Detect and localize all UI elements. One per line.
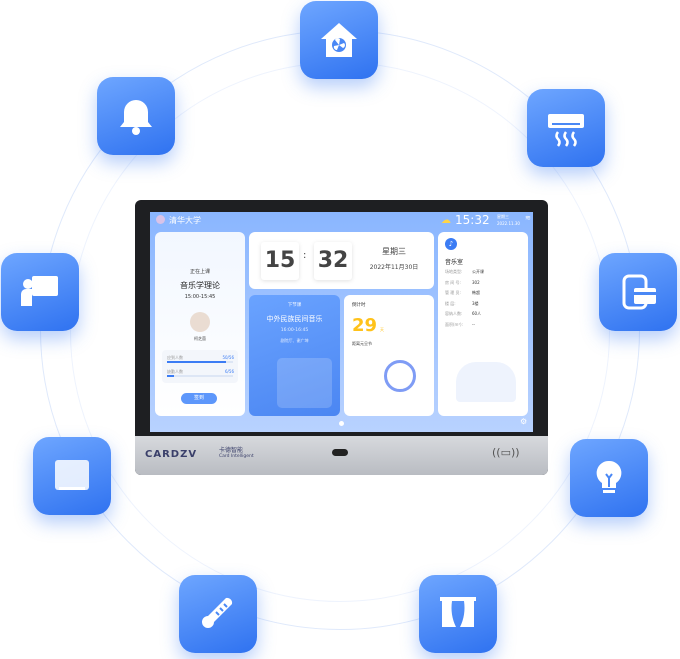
- card-tile[interactable]: [599, 253, 677, 331]
- house-fan-icon: [321, 23, 357, 57]
- school-name: 清华大学: [169, 216, 201, 225]
- date: 2022年11月30日: [369, 264, 419, 271]
- clock-minute: 32: [314, 242, 352, 280]
- air-conditioner-icon: [548, 114, 584, 147]
- camera: [332, 449, 348, 456]
- temperature-tile[interactable]: [179, 575, 257, 653]
- teaching-tile[interactable]: [1, 253, 79, 331]
- room-field-label: 容纳人数:: [445, 311, 463, 316]
- countdown-event: 距离元旦节: [352, 341, 372, 346]
- stat-bar: [167, 375, 233, 377]
- status-weekday: 星期三: [497, 214, 509, 219]
- next-time: 16:00-16:45: [280, 328, 309, 333]
- room-info-card: ♪ 音乐室 场地类型: 公开课 房 间 号: 302 管 理 员: 韩超 楼 层: 3楼…: [438, 232, 528, 416]
- teacher-board-icon: [21, 276, 58, 306]
- brand-en: Card Intelligent: [219, 454, 254, 459]
- screen: 清华大学 ☁ 15:32 星期三 2022.11.30 ≋ 正在上课 音乐学理论…: [150, 212, 533, 432]
- light-bulb-icon: [596, 460, 622, 493]
- musicians-illustration: [456, 362, 516, 402]
- current-class-card: 正在上课 音乐学理论 15:00-15:45 柯芝茵 应到人数 50/56 缺勤人…: [155, 232, 245, 416]
- teacher-avatar: [190, 312, 210, 332]
- nfc-icon: ((▭)): [492, 446, 520, 459]
- room-field-value: 韩超: [472, 290, 480, 295]
- class-status: 正在上课: [189, 269, 210, 275]
- room-field-label: 场地类型:: [445, 269, 463, 274]
- countdown-days: 29: [352, 315, 378, 336]
- smart-class-board: 清华大学 ☁ 15:32 星期三 2022.11.30 ≋ 正在上课 音乐学理论…: [135, 200, 548, 475]
- stat-label: 应到人数: [167, 355, 183, 360]
- weather-icon: ☁: [441, 215, 451, 226]
- clock-illustration: [384, 360, 416, 392]
- room-field-value: 3楼: [472, 301, 479, 306]
- device-bezel-bottom: CARDZV 卡德智能 Card Intelligent ((▭)): [135, 436, 548, 475]
- room-field-value: --: [472, 322, 475, 327]
- stat-bar: [167, 361, 233, 363]
- countdown-unit: 天: [380, 327, 384, 332]
- music-icon: ♪: [445, 238, 457, 250]
- checkin-button[interactable]: 签到: [181, 393, 217, 404]
- room-field-value: 公开课: [472, 269, 484, 274]
- clock-card: 15 : 32 星期三 2022年11月30日: [249, 232, 434, 289]
- settings-icon[interactable]: ⚙: [520, 417, 528, 426]
- brand-cn: 卡德智能: [219, 447, 244, 454]
- air-conditioner-tile[interactable]: [527, 89, 605, 167]
- room-field-label: 面积(m²):: [445, 322, 463, 327]
- countdown-title: 倒计时: [352, 303, 366, 308]
- room-field-label: 楼 层:: [445, 301, 456, 306]
- room-field-value: 302: [472, 280, 480, 285]
- room-field-label: 管 理 员:: [445, 290, 461, 295]
- countdown-card: 倒计时 29 天 距离元旦节: [344, 295, 434, 416]
- room-name: 音乐室: [445, 259, 464, 266]
- teacher-name: 柯芝茵: [194, 336, 206, 341]
- status-time: 15:32: [455, 213, 490, 227]
- bell-icon: [120, 100, 152, 135]
- alarm-tile[interactable]: [97, 77, 175, 155]
- monitor-icon: [55, 460, 89, 490]
- clock-separator: :: [303, 250, 307, 261]
- stat-value: 50/56: [222, 355, 234, 360]
- lighting-tile[interactable]: [570, 439, 648, 517]
- curtain-tile[interactable]: [419, 575, 497, 653]
- attendance-box: 应到人数 50/56 缺勤人数 6/56: [162, 350, 238, 383]
- next-location: 剧院厅、谢广坤: [280, 338, 309, 343]
- next-title: 下节课: [287, 303, 302, 308]
- thermometer-icon: [202, 597, 233, 628]
- course-time: 15:00-15:45: [184, 294, 216, 300]
- document-illustration: [277, 358, 332, 408]
- display-tile[interactable]: [33, 437, 111, 515]
- next-class-card: 下节课 中外民族民间音乐 16:00-16:45 剧院厅、谢广坤: [249, 295, 340, 416]
- room-field-label: 房 间 号:: [445, 280, 461, 285]
- weekday: 星期三: [382, 247, 406, 256]
- stat-label: 缺勤人数: [167, 369, 183, 374]
- school-logo: [156, 215, 165, 224]
- card-reader-icon: [622, 274, 656, 310]
- stat-value: 6/56: [225, 369, 234, 374]
- smart-home-tile[interactable]: [300, 1, 378, 79]
- clock-hour: 15: [261, 242, 299, 280]
- room-field-value: 60人: [472, 311, 482, 316]
- course-name: 音乐学理论: [180, 281, 220, 290]
- status-date: 2022.11.30: [497, 221, 520, 226]
- curtain-icon: [440, 597, 476, 627]
- brand-logo: CARDZV: [145, 449, 198, 460]
- page-indicator[interactable]: [339, 421, 344, 426]
- next-course: 中外民族民间音乐: [266, 315, 323, 323]
- wifi-icon: ≋: [525, 214, 531, 222]
